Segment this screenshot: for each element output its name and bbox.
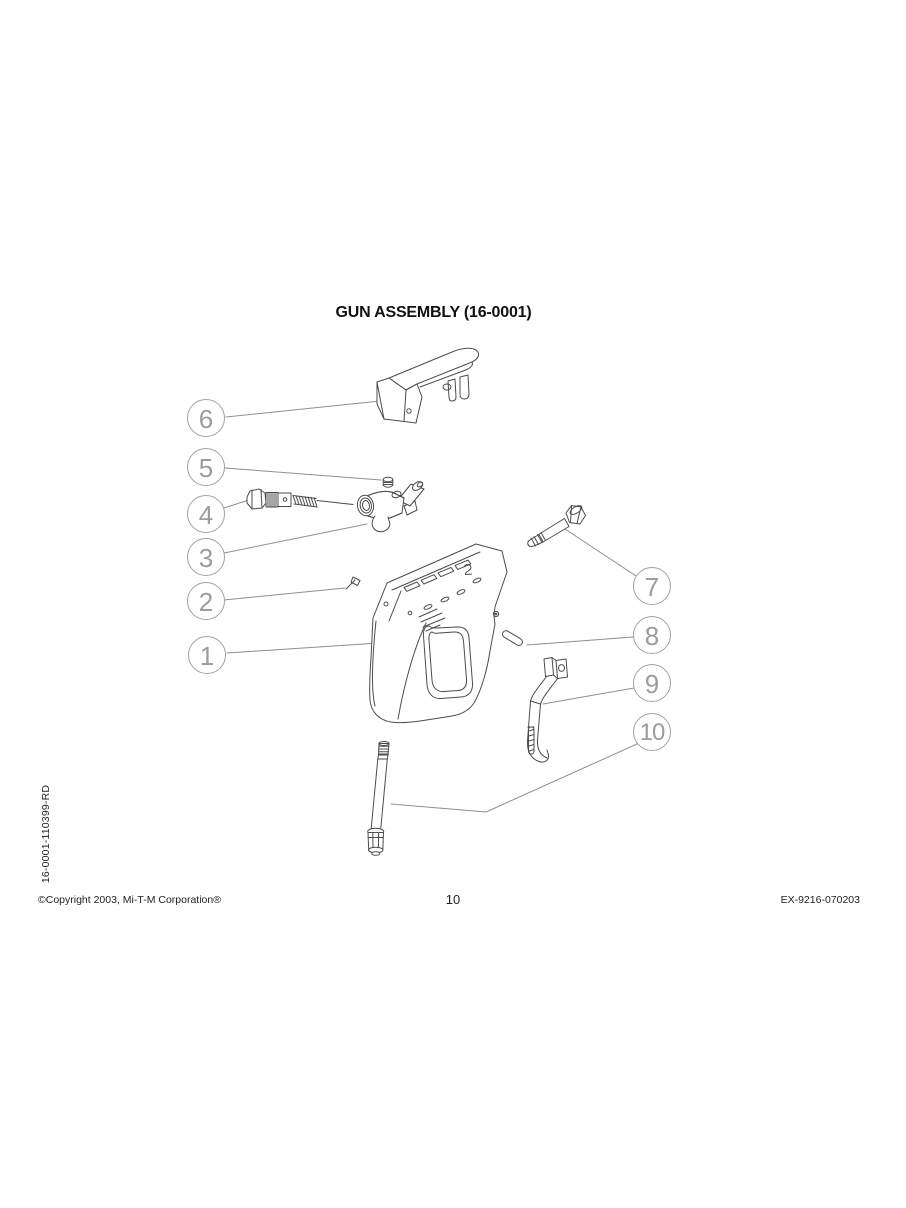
callout-2-number: 2 (198, 586, 214, 617)
callout-6-number: 6 (198, 403, 214, 434)
leader-line-7 (561, 526, 637, 577)
part-10-tube (367, 741, 390, 856)
part-7-bolt (527, 505, 586, 547)
leader-line-2 (223, 587, 346, 601)
leader-line-5 (224, 467, 382, 481)
copyright-text: ©Copyright 2003, Mi-T-M Corporation® (38, 894, 221, 906)
part-4-valve-cartridge (246, 488, 354, 510)
leader-line-3 (223, 523, 368, 554)
callout-8-number: 8 (644, 620, 660, 651)
leader-line-8 (526, 636, 634, 646)
callout-10: 10 (633, 713, 671, 751)
callout-3-number: 3 (198, 542, 214, 573)
leader-lines (223, 400, 638, 813)
leader-line-1 (226, 642, 380, 654)
callout-3: 3 (187, 538, 225, 576)
callout-1-number: 1 (199, 640, 215, 671)
leader-line-9 (542, 687, 635, 705)
part-2-screw (345, 576, 361, 590)
callout-4-number: 4 (198, 499, 214, 530)
callout-5: 5 (187, 448, 225, 486)
part-1-gun-body (369, 543, 508, 724)
callout-4: 4 (187, 495, 225, 533)
leader-line-6 (225, 400, 381, 418)
callout-7-number: 7 (644, 571, 660, 602)
part-5-cap (382, 476, 394, 488)
callout-6: 6 (187, 399, 225, 437)
callout-10-number: 10 (639, 718, 666, 746)
callout-9-number: 9 (644, 668, 660, 699)
callout-2: 2 (187, 582, 225, 620)
callout-7: 7 (633, 567, 671, 605)
callout-8: 8 (633, 616, 671, 654)
part-6-handle-cover (376, 347, 480, 424)
doc-code: EX-9216-070203 (780, 894, 860, 906)
callout-1: 1 (188, 636, 226, 674)
leader-line-10 (390, 743, 638, 813)
page-title: GUN ASSEMBLY (16-0001) (335, 304, 532, 321)
part-3-gun-head (356, 481, 425, 533)
part-8-pin (502, 630, 523, 646)
page-number: 10 (445, 892, 461, 907)
part-9-trigger (526, 657, 568, 763)
side-reference-label: 16-0001-110399-RD (40, 784, 52, 884)
callout-5-number: 5 (198, 452, 214, 483)
callout-9: 9 (633, 664, 671, 702)
